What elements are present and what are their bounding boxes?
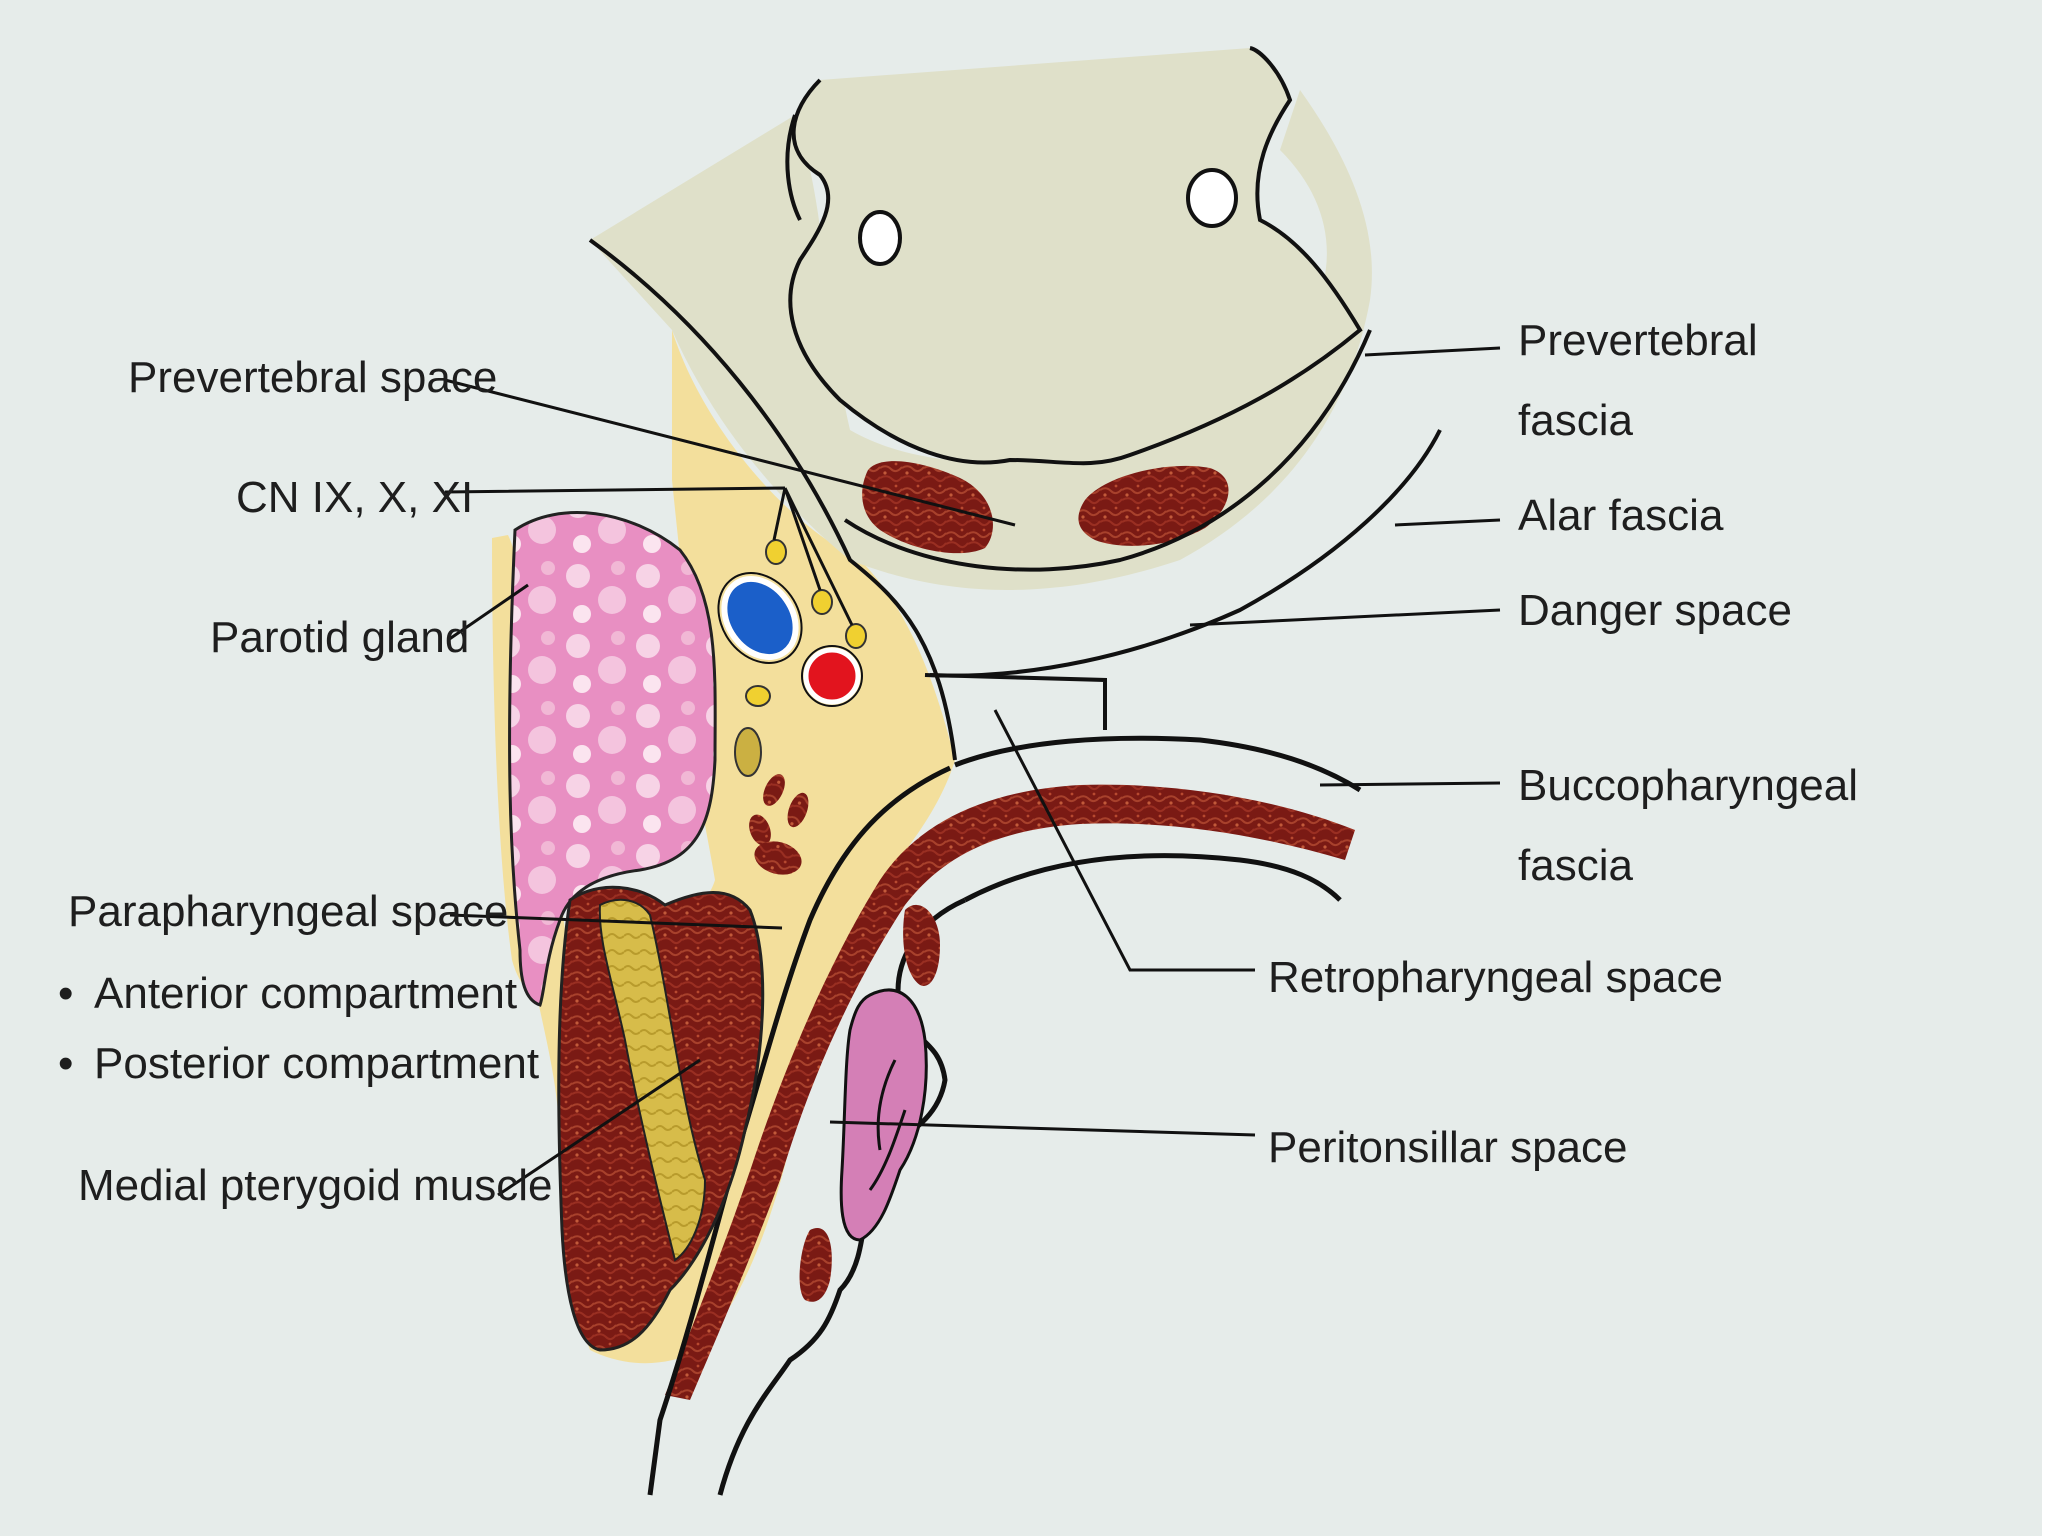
label-buccopharyngeal-fascia-1: Buccopharyngeal	[1518, 761, 1858, 810]
lymph-node-2	[763, 774, 785, 806]
label-danger-space: Danger space	[1518, 586, 1792, 635]
leader-prevertebral-space	[444, 378, 1016, 527]
leader-parapharyngeal	[449, 913, 783, 930]
leader-medial-pterygoid	[497, 1058, 701, 1197]
parotid-gland	[508, 511, 717, 1007]
label-anterior-compartment: Anterior compartment	[94, 969, 517, 1018]
label-medial-pterygoid: Medial pterygoid muscle	[78, 1161, 552, 1210]
palatine-tonsil	[839, 988, 928, 1242]
lymph-node-3	[787, 792, 809, 828]
label-parapharyngeal-space: Parapharyngeal space	[68, 887, 508, 936]
buccopharyngeal-fascia-outer	[954, 735, 1362, 793]
leader-danger-space	[1189, 608, 1501, 627]
vertebral-lower-contour	[785, 114, 802, 221]
pharyngeal-constrictor	[665, 784, 1355, 1400]
label-buccopharyngeal-fascia-2: fascia	[1518, 841, 1633, 890]
leader-buccopharyngeal	[1319, 781, 1501, 787]
lymph-node-4	[749, 814, 771, 846]
prevertebral-muscle-right	[1078, 465, 1229, 546]
mucosal-muscle-upper	[903, 904, 940, 986]
lymph-node-1	[734, 727, 762, 777]
leader-cn	[444, 486, 854, 626]
cranial-nerve-xi	[845, 623, 867, 649]
leader-peritonsillar	[829, 1120, 1256, 1137]
prevertebral-fascia-arc	[843, 329, 1372, 572]
cranial-nerve-x	[811, 589, 833, 615]
leader-prevertebral-fascia	[1364, 346, 1501, 357]
vertebral-foramen-left	[858, 210, 902, 266]
label-posterior-compartment: Posterior compartment	[94, 1039, 539, 1088]
right-edge-strip	[2042, 0, 2048, 1536]
vertebra-region	[590, 90, 1372, 590]
label-alar-fascia: Alar fascia	[1518, 491, 1724, 540]
sympathetic-trunk	[745, 685, 771, 707]
internal-jugular-vein	[721, 576, 799, 660]
mucosal-muscle-lower	[799, 1228, 832, 1302]
prevertebral-fascia-line	[588, 238, 957, 761]
internal-jugular-vein-rim	[717, 572, 803, 664]
internal-carotid-artery	[803, 647, 861, 705]
pharynx-inner-line	[963, 853, 1342, 903]
pterygoid-yellow-strip	[598, 898, 707, 1262]
label-cn: CN IX, X, XI	[236, 473, 473, 522]
lymph-node-5	[754, 841, 802, 875]
label-prevertebral-fascia-2: fascia	[1518, 396, 1633, 445]
label-peritonsillar-space: Peritonsillar space	[1268, 1123, 1628, 1172]
leader-alar-fascia	[1394, 518, 1501, 527]
label-retropharyngeal-space: Retropharyngeal space	[1268, 953, 1723, 1002]
prevertebral-muscle-left	[862, 461, 993, 554]
leader-retropharyngeal	[993, 709, 1255, 972]
pharynx-outer-line	[647, 765, 952, 1496]
vertebral-foramen-right	[1186, 168, 1238, 228]
vertebral-body	[788, 46, 1363, 466]
danger-space-bottom	[929, 673, 1107, 730]
bullet-posterior: •	[58, 1039, 73, 1088]
cranial-nerve-ix	[765, 539, 787, 565]
label-prevertebral-space: Prevertebral space	[128, 353, 497, 402]
bullet-anterior: •	[58, 969, 73, 1018]
alar-fascia-arc	[924, 429, 1442, 678]
label-parotid-gland: Parotid gland	[210, 613, 469, 662]
label-prevertebral-fascia-1: Prevertebral	[1518, 316, 1758, 365]
leader-parotid	[447, 583, 529, 642]
internal-carotid-artery-rim	[801, 645, 863, 707]
tonsil-crypts	[868, 1059, 907, 1191]
